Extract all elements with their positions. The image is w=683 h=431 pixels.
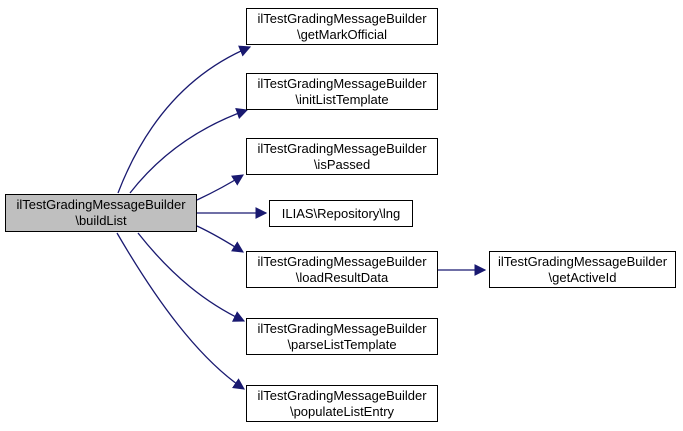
node-label-line1: ilTestGradingMessageBuilder: [16, 197, 186, 212]
node-label-line2: \populateListEntry: [289, 404, 395, 419]
node-initlisttemplate[interactable]: ilTestGradingMessageBuilder \initListTem…: [246, 73, 438, 110]
node-label-line2: \isPassed: [313, 157, 371, 172]
edge-buildlist-to-getmarkofficial: [117, 45, 252, 194]
node-label-line2: \getMarkOfficial: [296, 27, 388, 42]
node-getactiveid[interactable]: ilTestGradingMessageBuilder \getActiveId: [489, 251, 676, 288]
node-label-line1: ilTestGradingMessageBuilder: [257, 254, 427, 269]
node-label-line1: ilTestGradingMessageBuilder: [257, 11, 427, 26]
edge-buildlist-to-populatelistentry: [116, 232, 245, 390]
node-getmarkofficial[interactable]: ilTestGradingMessageBuilder \getMarkOffi…: [246, 8, 438, 45]
node-label-line1: ilTestGradingMessageBuilder: [497, 254, 668, 269]
node-label-line1: ilTestGradingMessageBuilder: [257, 76, 427, 91]
node-label-line1: ilTestGradingMessageBuilder: [257, 141, 427, 156]
node-populatelistentry[interactable]: ilTestGradingMessageBuilder \populateLis…: [246, 385, 438, 422]
node-label-line2: \initListTemplate: [295, 92, 389, 107]
node-label-line1: ilTestGradingMessageBuilder: [257, 321, 427, 336]
node-label-line1: ilTestGradingMessageBuilder: [257, 388, 427, 403]
node-loadresultdata[interactable]: ilTestGradingMessageBuilder \loadResultD…: [246, 251, 438, 288]
node-label-line2: \parseListTemplate: [287, 337, 397, 352]
node-buildlist: ilTestGradingMessageBuilder \buildList: [5, 194, 197, 232]
node-ispassed[interactable]: ilTestGradingMessageBuilder \isPassed: [246, 138, 438, 175]
node-lng[interactable]: ILIAS\Repository\lng: [269, 200, 413, 227]
edge-buildlist-to-initlisttemplate: [129, 108, 249, 194]
edge-buildlist-to-loadresultdata: [196, 225, 244, 253]
node-label-line2: \buildList: [75, 213, 127, 228]
node-label-line2: \getActiveId: [548, 270, 617, 285]
node-label-line2: \loadResultData: [295, 270, 389, 285]
node-label: ILIAS\Repository\lng: [281, 206, 401, 221]
edge-buildlist-to-parselisttemplate: [137, 232, 246, 322]
edge-buildlist-to-ispassed: [196, 174, 244, 201]
node-parselisttemplate[interactable]: ilTestGradingMessageBuilder \parseListTe…: [246, 318, 438, 355]
